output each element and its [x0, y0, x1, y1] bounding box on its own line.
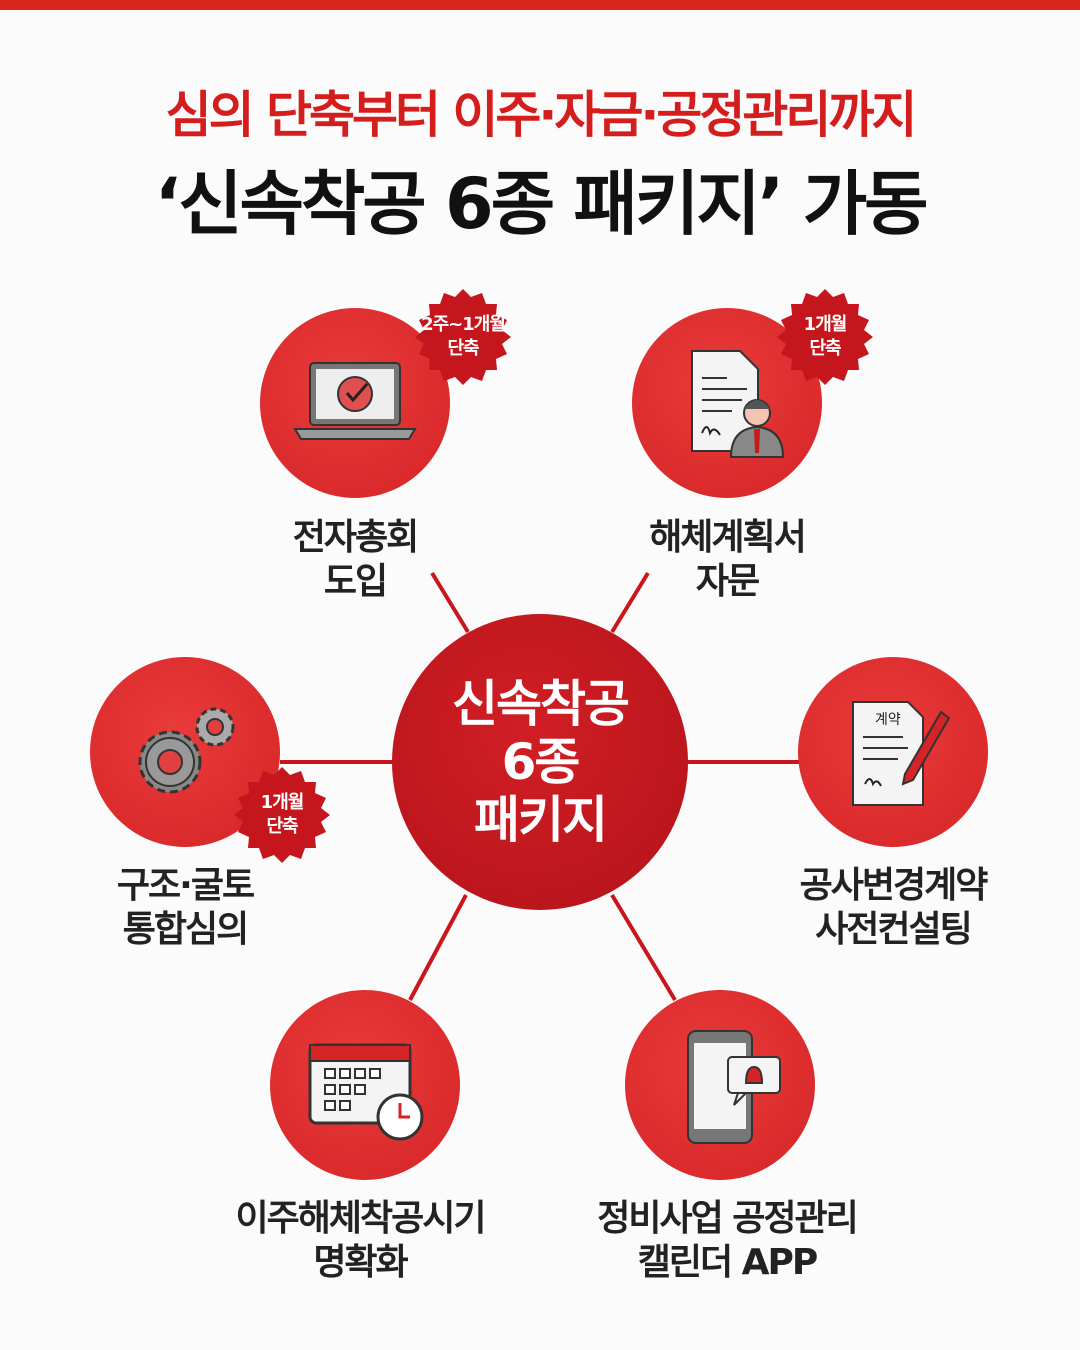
badge-duration: 1개월	[260, 792, 305, 813]
badge-label: 단축	[447, 338, 479, 359]
badge-label: 단축	[809, 338, 841, 359]
document-consultant-icon	[691, 350, 785, 458]
badge-duration: 1개월	[803, 314, 848, 335]
connector-line	[610, 893, 677, 1002]
connector-line	[610, 571, 650, 634]
center-line-3: 패키지	[474, 791, 608, 849]
node-schedule-clarity	[270, 990, 460, 1180]
subtitle: 심의 단축부터 이주·자금·공정관리까지	[165, 86, 918, 144]
node-calendar-app	[625, 990, 815, 1180]
calendar-clock-icon	[308, 1043, 424, 1141]
top-accent-bar	[0, 0, 1080, 10]
center-hub: 신속착공 6종 패키지	[392, 614, 688, 910]
starburst-badge-icon	[415, 289, 511, 385]
contract-doc-text: 계약	[875, 712, 901, 728]
badge-duration: 2주~1개월	[421, 314, 506, 335]
gears-icon	[138, 707, 235, 794]
connector-line	[430, 571, 470, 634]
reduction-badge: 2주~1개월 단축	[415, 289, 511, 385]
starburst-badge-icon	[234, 767, 330, 863]
center-line-2: 6종	[501, 733, 581, 791]
center-line-1: 신속착공	[452, 675, 630, 733]
phone-bell-icon	[687, 1030, 781, 1144]
laptop-check-icon	[293, 362, 417, 440]
contract-pen-icon: 계약	[852, 701, 951, 806]
reduction-badge: 1개월 단축	[234, 767, 330, 863]
starburst-badge-icon	[777, 289, 873, 385]
connector-line	[408, 894, 468, 1001]
page-title: ‘신속착공 6종 패키지’ 가동	[154, 163, 929, 245]
node-electronic-meeting	[260, 308, 450, 498]
reduction-badge: 1개월 단축	[777, 289, 873, 385]
node-contract-consulting: 계약	[798, 657, 988, 847]
badge-label: 단축	[266, 816, 298, 837]
